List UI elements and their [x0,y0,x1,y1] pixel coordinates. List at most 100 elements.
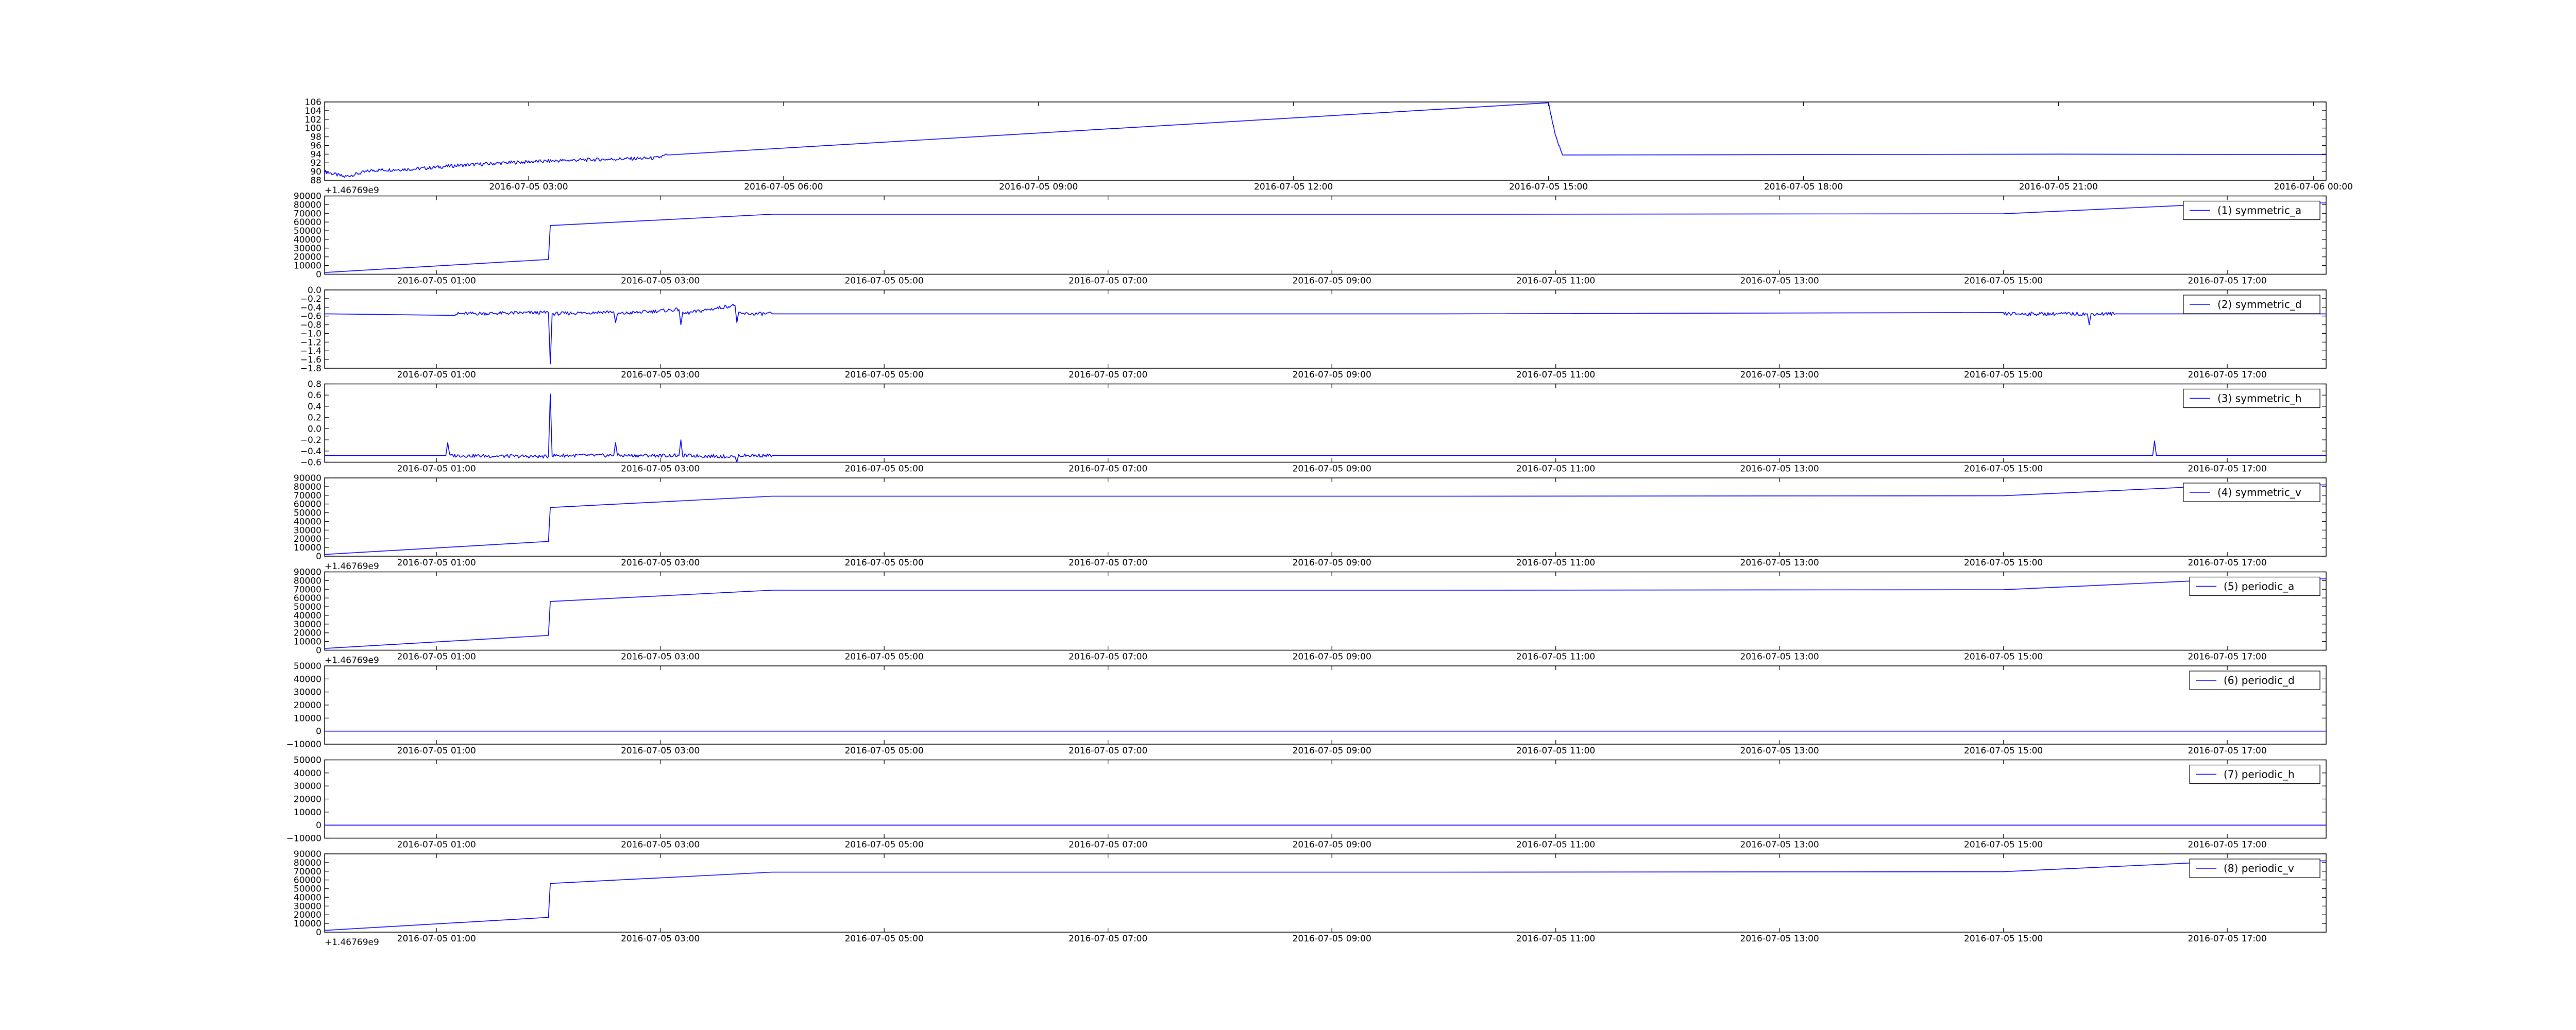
x-tick-label: 2016-07-05 13:00 [1740,934,1819,944]
y-tick-label: 90000 [294,192,321,202]
legend: (3) symmetric_h [2183,388,2320,408]
x-tick-label: 2016-07-05 13:00 [1740,652,1819,662]
x-tick-label: 2016-07-05 01:00 [397,276,476,286]
y-tick-label: −1.6 [300,355,321,365]
y-tick-label: 90000 [294,473,321,484]
y-tick-label: 80000 [294,576,321,586]
x-tick-label: 2016-07-05 11:00 [1516,558,1595,568]
y-tick-label: −10000 [286,740,321,750]
y-tick-label: 40000 [294,892,321,903]
x-tick-label: 2016-07-05 03:00 [621,276,700,286]
subplot-2: −1.8−1.6−1.4−1.2−1.0−0.8−0.6−0.4−0.20.02… [300,285,2327,380]
legend-label: (7) periodic_h [2224,768,2295,781]
y-tick-label: 60000 [294,876,321,886]
x-tick-label: 2016-07-05 01:00 [397,746,476,756]
series-line [324,578,2327,649]
x-tick-label: 2016-07-05 03:00 [621,840,700,850]
x-tick-label: 2016-07-05 09:00 [999,182,1078,192]
y-tick-label: 80000 [294,482,321,492]
y-tick-label: 30000 [294,688,321,698]
legend-label: (8) periodic_v [2224,862,2294,874]
legend: (8) periodic_v [2189,859,2320,878]
x-tick-label: 2016-07-05 07:00 [1069,652,1147,662]
x-tick-label: 2016-07-05 09:00 [1293,746,1371,756]
y-tick-label: 60000 [294,217,321,228]
y-tick-label: 50000 [294,602,321,612]
x-tick-label: 2016-07-05 17:00 [2188,652,2267,662]
y-tick-label: 30000 [294,781,321,792]
y-tick-label: −1.0 [300,329,321,339]
x-tick-label: 2016-07-05 09:00 [1293,652,1371,662]
y-tick-label: 50000 [294,884,321,895]
y-tick-label: 40000 [294,611,321,621]
y-tick-label: 10000 [294,261,321,271]
x-tick-label: 2016-07-05 18:00 [1764,182,1843,192]
y-tick-label: 80000 [294,200,321,210]
subplot-8: 0100002000030000400005000060000700008000… [294,849,2327,948]
x-tick-label: 2016-07-05 01:00 [397,840,476,850]
y-tick-label: 96 [310,141,321,151]
axis-offset-label: +1.46769e9 [325,937,379,948]
x-tick-label: 2016-07-05 05:00 [845,652,924,662]
x-tick-label: 2016-07-05 03:00 [489,182,568,192]
y-tick-label: 50000 [294,508,321,519]
x-tick-label: 2016-07-05 15:00 [1964,746,2043,756]
y-tick-label: 60000 [294,593,321,604]
y-tick-label: 70000 [294,209,321,219]
x-tick-label: 2016-07-05 07:00 [1069,370,1147,380]
y-tick-label: 40000 [294,235,321,245]
x-tick-label: 2016-07-05 17:00 [2188,276,2267,286]
series-line [325,393,2326,463]
y-tick-label: 30000 [294,620,321,630]
x-tick-label: 2016-07-05 17:00 [2188,558,2267,568]
y-tick-label: −10000 [286,834,321,844]
series-line [324,860,2327,931]
x-tick-label: 2016-07-05 05:00 [845,934,924,944]
x-tick-label: 2016-07-05 13:00 [1740,746,1819,756]
x-tick-label: 2016-07-05 17:00 [2188,746,2267,756]
y-tick-label: 40000 [294,517,321,527]
y-tick-label: 98 [310,132,321,143]
y-tick-label: 0.6 [308,390,321,401]
x-tick-label: 2016-07-05 09:00 [1293,934,1371,944]
y-tick-label: 90000 [294,849,321,860]
axes-frame [324,195,2327,275]
x-tick-label: 2016-07-05 07:00 [1069,558,1147,568]
y-tick-label: −1.2 [300,337,321,348]
axes-frame [324,289,2327,369]
legend: (6) periodic_d [2189,671,2320,690]
x-tick-label: 2016-07-05 11:00 [1516,276,1595,286]
axes-frame [324,665,2327,745]
axes-frame [324,571,2327,651]
x-tick-label: 2016-07-05 15:00 [1964,558,2043,568]
x-tick-label: 2016-07-05 11:00 [1516,464,1595,474]
y-tick-label: 10000 [294,637,321,647]
y-tick-label: 0.2 [308,413,321,423]
x-tick-label: 2016-07-05 15:00 [1509,182,1588,192]
x-tick-label: 2016-07-05 09:00 [1293,558,1371,568]
y-tick-label: 90000 [294,568,321,578]
x-tick-label: 2016-07-05 13:00 [1740,276,1819,286]
x-tick-label: 2016-07-05 15:00 [1964,934,2043,944]
y-tick-label: 10000 [294,919,321,929]
x-tick-label: 2016-07-05 12:00 [1254,182,1333,192]
y-tick-label: 0 [316,928,321,938]
y-tick-label: −0.4 [300,447,321,457]
y-tick-label: 50000 [294,756,321,766]
x-tick-label: 2016-07-05 11:00 [1516,370,1595,380]
x-tick-label: 2016-07-05 03:00 [621,464,700,474]
y-tick-label: 40000 [294,674,321,684]
x-tick-label: 2016-07-05 13:00 [1740,464,1819,474]
x-tick-label: 2016-07-05 21:00 [2019,182,2098,192]
subplot-6: −10000010000200003000040000500002016-07-… [286,661,2327,756]
y-tick-label: 20000 [294,910,321,920]
x-tick-label: 2016-07-05 09:00 [1293,464,1371,474]
series-line [324,102,2327,178]
x-tick-label: 2016-07-05 15:00 [1964,652,2043,662]
legend: (5) periodic_a [2189,576,2320,596]
x-tick-label: 2016-07-05 03:00 [621,934,700,944]
legend: (4) symmetric_v [2183,483,2320,502]
y-tick-label: 92 [310,158,321,168]
axes-frame [324,759,2327,839]
